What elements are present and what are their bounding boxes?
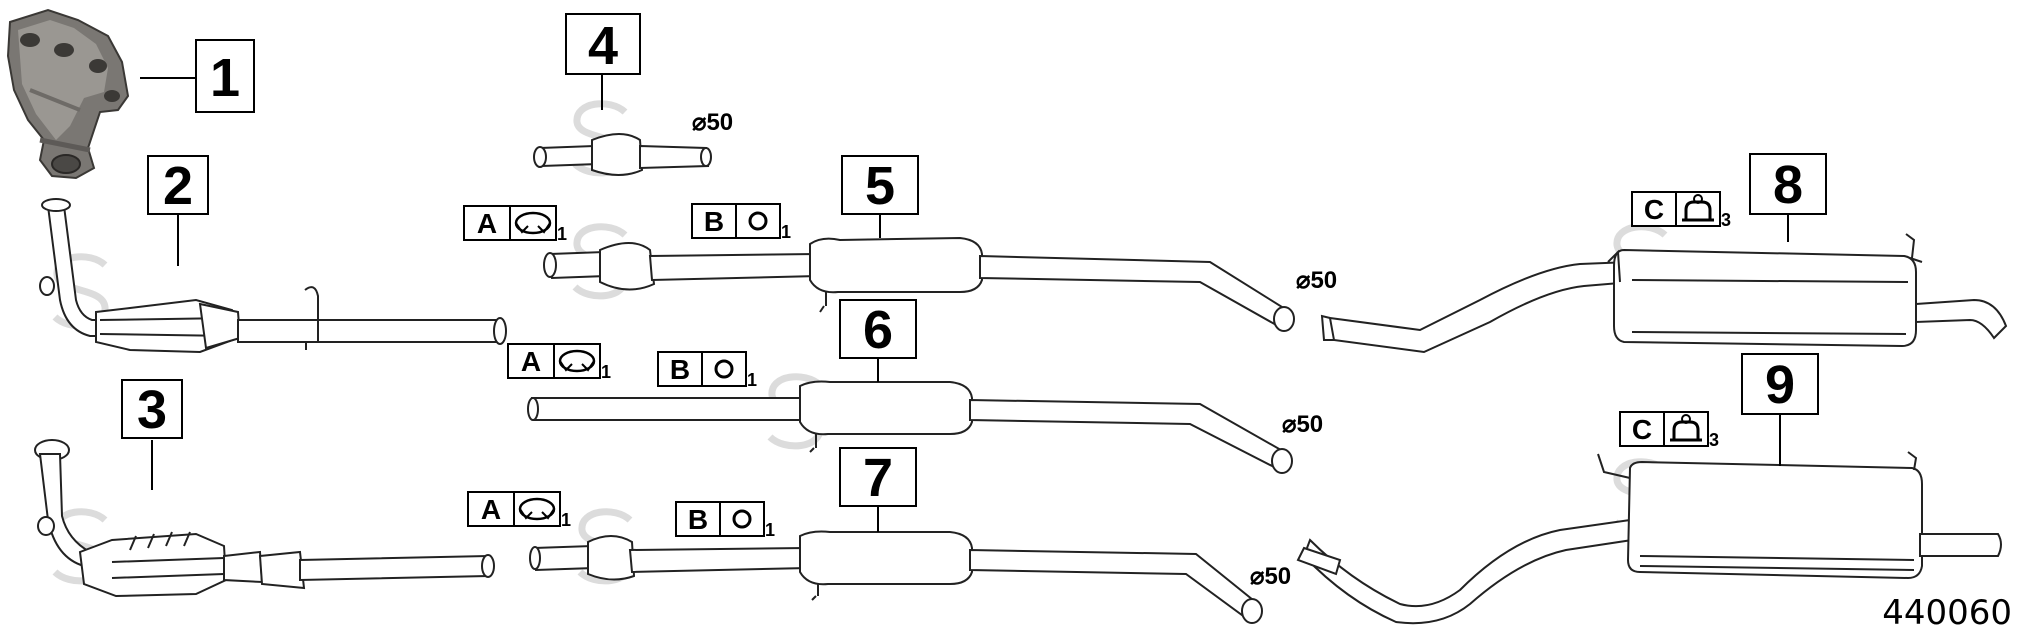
svg-text:A: A [521,346,541,377]
exhaust-manifold-part [6,8,130,180]
svg-text:1: 1 [557,224,567,244]
part-number-9: 9 [1741,353,1819,415]
svg-text:3: 3 [1709,430,1719,450]
svg-text:2: 2 [163,156,193,216]
gasket-ring-icon [732,509,752,529]
svg-text:B: B [704,206,724,237]
part-number-3: 3 [121,379,183,440]
gasket-ring-icon [748,211,768,231]
part-number-1: 1 [195,39,255,113]
part-number-5: 5 [841,155,919,216]
part-6-diameter-label: ⌀50 [1282,411,1323,438]
front-pipe-with-catalyst-variant-part [34,439,495,598]
fitting-b-ring-row6: B 1 [657,351,757,390]
center-muffler-pipe-resonator-part [529,530,1263,624]
part-number-2: 2 [147,155,209,216]
fitting-a-clamp-row7: A 1 [467,491,571,530]
fitting-b-ring-row5: B 1 [691,203,791,242]
center-muffler-pipe-variant-part [527,380,1293,474]
svg-text:1: 1 [601,362,611,382]
rear-muffler-variant-part [1296,451,2002,625]
part-number-6: 6 [839,299,917,360]
svg-text:C: C [1644,194,1664,225]
part-7-diameter-label: ⌀50 [1250,563,1291,590]
svg-text:1: 1 [561,510,571,530]
rubber-hanger-icon [1670,414,1702,442]
svg-text:6: 6 [863,300,893,360]
part-number-7: 7 [839,447,917,508]
fitting-c-hanger-row9: C 3 [1619,411,1719,450]
svg-text:9: 9 [1765,355,1795,415]
svg-text:1: 1 [781,222,791,242]
clamp-icon [518,497,556,521]
svg-text:C: C [1632,414,1652,445]
fitting-b-ring-row7: B 1 [675,501,775,540]
part-5-diameter-label: ⌀50 [1296,267,1337,294]
svg-text:8: 8 [1773,155,1803,215]
svg-text:B: B [670,354,690,385]
svg-text:B: B [688,504,708,535]
svg-text:1: 1 [210,48,240,108]
part-number-8: 8 [1749,153,1827,215]
fitting-c-hanger-row8: C 3 [1631,191,1731,230]
clamp-icon [558,349,596,373]
fitting-a-clamp-row6: A 1 [507,343,611,382]
catalog-number: 440060 [1882,593,2012,633]
svg-text:5: 5 [865,156,895,216]
gasket-ring-icon [714,359,734,379]
rubber-hanger-icon [1682,194,1714,222]
svg-text:1: 1 [765,520,775,540]
svg-text:1: 1 [747,370,757,390]
fitting-a-clamp-row5: A 1 [463,205,567,244]
part-number-4: 4 [565,13,641,76]
svg-text:A: A [477,208,497,239]
svg-text:3: 3 [137,380,167,440]
intermediate-short-pipe-part [533,133,712,176]
front-pipe-with-catalyst-part [39,198,507,354]
center-muffler-pipe-part [543,236,1295,332]
clamp-icon [514,211,552,235]
svg-text:4: 4 [588,16,618,76]
svg-text:7: 7 [863,448,893,508]
svg-text:3: 3 [1721,210,1731,230]
part-4-diameter-label: ⌀50 [692,109,733,136]
rear-muffler-part [1320,233,2008,354]
svg-text:A: A [481,494,501,525]
